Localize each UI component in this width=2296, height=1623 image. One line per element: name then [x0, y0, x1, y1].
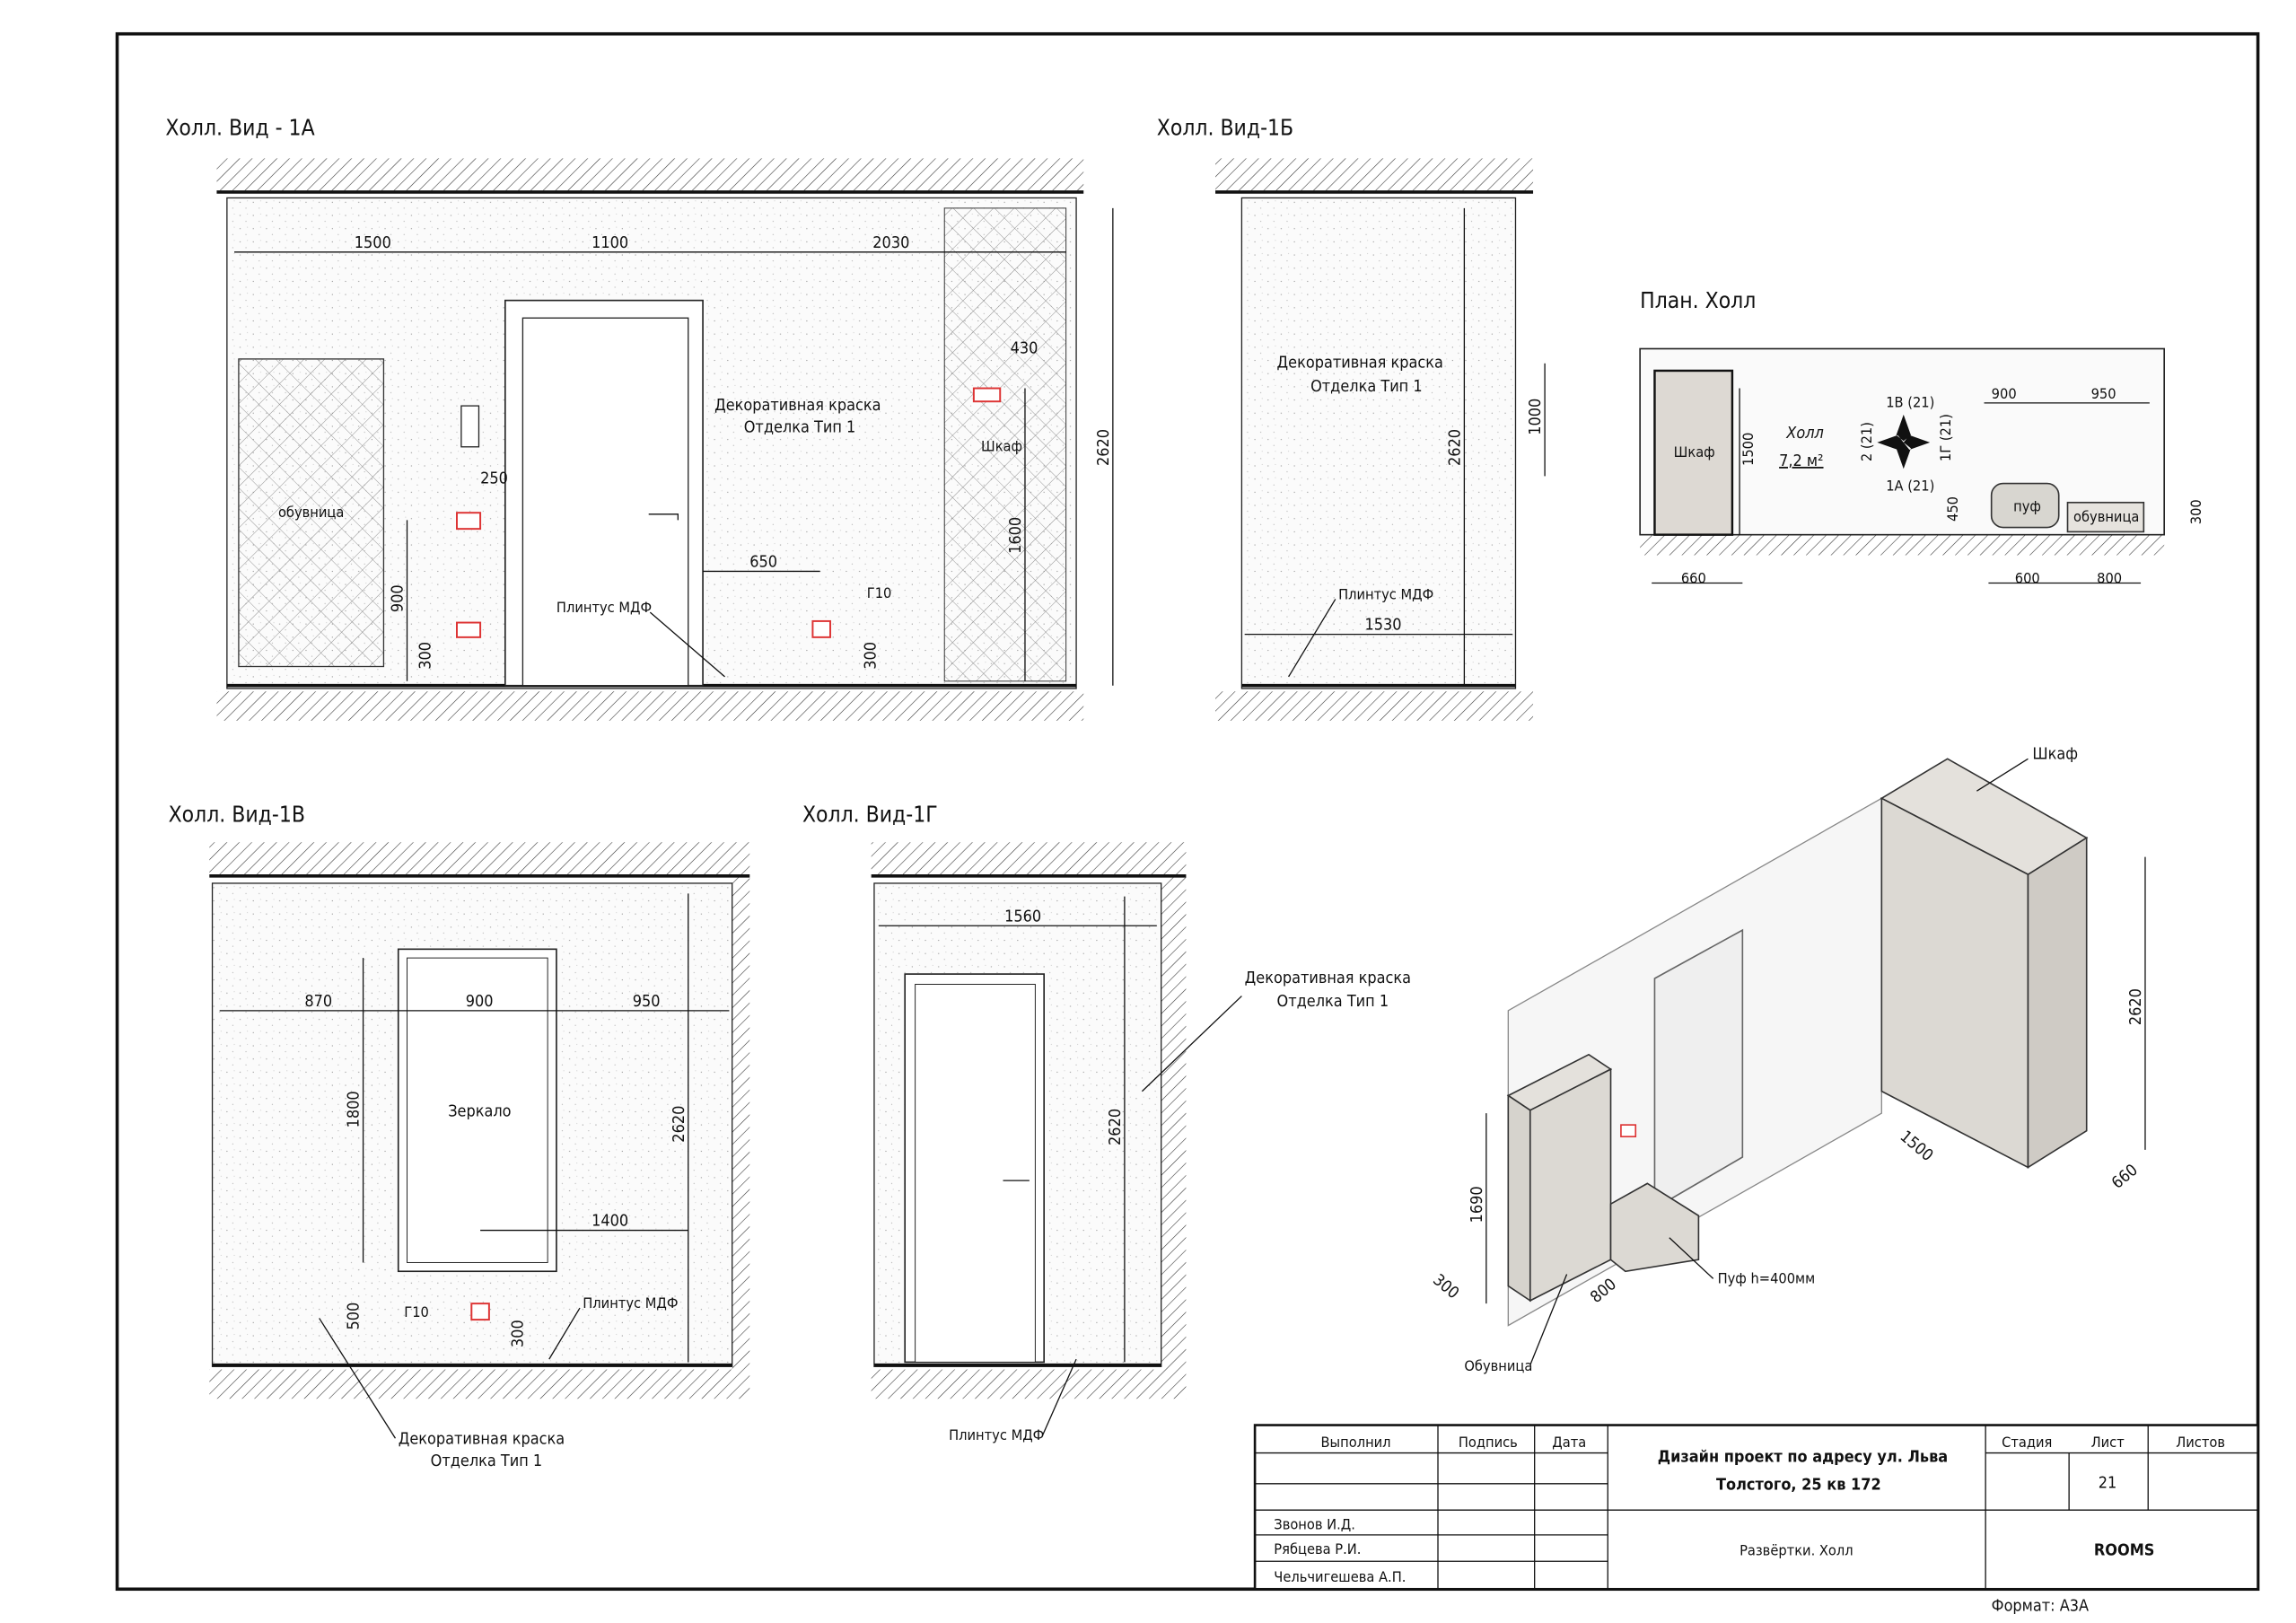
views-iso-pouf: Пуф h=400мм	[1718, 1269, 1816, 1286]
views-plan-dims-6: 600	[2015, 570, 2040, 587]
views-plan-room: Холл	[1785, 424, 1824, 443]
title_block-sheets_header: Листов	[2176, 1434, 2225, 1451]
views-plan-marks-3: 1Г (21)	[1937, 414, 1954, 461]
title_block-project-0: Дизайн проект по адресу ул. Льва	[1658, 1447, 1948, 1466]
views-v1b-dims-0: 2620	[1445, 429, 1464, 466]
title_block-format: Формат: А3А	[1992, 1597, 2089, 1616]
views-plan-marks-1: 1А (21)	[1886, 478, 1934, 495]
views-v1v-labels-paint1: Декоративная краска	[399, 1430, 565, 1449]
views-plan-dims-3: 450	[1944, 496, 1961, 522]
views-v1a-labels-wardrobe: Шкаф	[981, 438, 1022, 455]
title-block: Выполнил Подпись Дата Дизайн проект по а…	[1253, 1424, 2259, 1616]
views-v1g-dims-1: 2620	[1106, 1109, 1125, 1145]
views-v1g-labels-plinth: Плинтус МДФ	[949, 1426, 1044, 1443]
views-v1v-dims-1: 900	[466, 992, 494, 1011]
views-v1v-title: Холл. Вид-1В	[169, 801, 305, 827]
views-v1a-dims-4: 2620	[1094, 429, 1113, 466]
views-v1a-labels-g10: Г10	[867, 584, 892, 601]
views-plan-area: 7,2 м²	[1779, 452, 1823, 470]
title_block-people-1: Рябцева Р.И.	[1274, 1540, 1361, 1557]
plan-hall: План. Холл Шкаф Холл 7,2 м² 1В (21) 1А (…	[1639, 287, 2204, 587]
view-1b: Холл. Вид-1Б Декоративная краска Отделка…	[1157, 114, 1546, 721]
socket	[456, 512, 482, 531]
view-1a-title: Холл. Вид - 1А	[165, 114, 314, 140]
views-v1v-dims-0: 870	[304, 992, 332, 1011]
views-plan-dims-2: 1500	[1740, 433, 1757, 466]
title_block-sheet_header: Лист	[2091, 1434, 2125, 1451]
views-v1v-dims-2: 950	[633, 992, 661, 1011]
views-v1a-labels-paint1: Декоративная краска	[714, 396, 881, 415]
views-v1v-labels-g10: Г10	[404, 1303, 429, 1320]
views-v1a-dims-9: 650	[749, 553, 777, 572]
isometric-view: Шкаф 2620 1500 660 1690 300 800 Пуф h=40…	[1429, 744, 2146, 1374]
views-plan-dims-1: 950	[2091, 385, 2116, 402]
views-v1v-labels-paint2: Отделка Тип 1	[431, 1452, 543, 1470]
views-v1a-dims-10: 300	[862, 642, 881, 670]
views-iso-wardrobe: Шкаф	[2032, 744, 2078, 763]
title_block-stage_header: Стадия	[2002, 1434, 2052, 1451]
views-v1b-dims-1: 1000	[1526, 399, 1545, 435]
views-v1v-labels-plinth: Плинтус МДФ	[583, 1294, 678, 1312]
title_block-headers-1: Подпись	[1459, 1434, 1518, 1451]
views-v1a-dims-1: 1100	[592, 233, 628, 252]
views-v1g-labels-paint1: Декоративная краска	[1245, 969, 1411, 987]
views-v1b-dims-2: 1530	[1364, 616, 1401, 635]
views-v1g-dims-0: 1560	[1004, 907, 1041, 926]
title_block-headers-0: Выполнил	[1321, 1434, 1391, 1451]
views-v1g-title: Холл. Вид-1Г	[802, 801, 938, 827]
title_block-headers-2: Дата	[1552, 1434, 1586, 1451]
views-v1v-dims-6: 500	[345, 1303, 364, 1330]
intercom	[460, 405, 480, 448]
views-v1a-dims-0: 1500	[355, 233, 391, 252]
views-v1a-dims-2: 2030	[872, 233, 909, 252]
shoe-cabinet	[238, 358, 385, 668]
wardrobe	[943, 207, 1067, 682]
title_block-project-1: Толстого, 25 кв 172	[1716, 1475, 1881, 1494]
socket	[972, 387, 1002, 403]
title_block-people-2: Чельчигешева А.П.	[1274, 1568, 1406, 1585]
view-1a: Холл. Вид - 1А обувница Шкаф 1500 1100 2…	[165, 114, 1114, 721]
views-v1g-labels-paint2: Отделка Тип 1	[1277, 992, 1389, 1011]
views-iso-dims-0: 2620	[2126, 988, 2145, 1025]
views-v1a-labels-shoe: обувница	[278, 504, 344, 521]
views-plan-dims-4: 300	[2187, 499, 2204, 524]
title_block-drawing: Развёртки. Холл	[1740, 1542, 1853, 1559]
views-v1a-dims-8: 300	[416, 642, 435, 670]
views-v1v-labels-mirror: Зеркало	[448, 1101, 511, 1120]
views-v1b-labels-plinth: Плинтус МДФ	[1338, 585, 1433, 602]
views-v1a-labels-paint2: Отделка Тип 1	[744, 417, 856, 436]
sheet-frame	[115, 31, 2260, 1592]
g10-box	[811, 619, 831, 638]
views-plan-shoe: обувница	[2073, 508, 2139, 525]
views-iso-shoe: Обувница	[1464, 1357, 1532, 1374]
views-v1a-dims-7: 900	[389, 584, 407, 612]
views-v1b-labels-paint2: Отделка Тип 1	[1310, 377, 1423, 396]
views-plan-dims-7: 800	[2097, 570, 2122, 587]
views-v1b-title: Холл. Вид-1Б	[1157, 114, 1293, 140]
views-v1v-dims-7: 300	[508, 1320, 527, 1347]
title_block-company: ROOMS	[2094, 1541, 2155, 1560]
socket	[456, 621, 482, 638]
view-1g: Холл. Вид-1Г 1560 2620 Декоративная крас…	[802, 801, 1411, 1443]
views-v1a-dims-5: 1600	[1006, 517, 1025, 554]
views-v1a-dims-6: 250	[480, 469, 508, 488]
views-iso-dims-3: 1690	[1468, 1186, 1486, 1223]
views-v1a-dims-3: 430	[1011, 338, 1038, 357]
views-v1v-dims-4: 2620	[670, 1106, 688, 1143]
views-plan-dims-5: 660	[1681, 570, 1706, 587]
views-plan-title: План. Холл	[1640, 287, 1756, 313]
views-v1v-dims-3: 1800	[345, 1091, 364, 1127]
views-plan-pouf: пуф	[2013, 498, 2041, 515]
view-1v: Холл. Вид-1В Зеркало 870 900 950 1800 26…	[169, 801, 750, 1470]
title_block-sheet: 21	[2099, 1474, 2117, 1493]
views-v1v-dims-5: 1400	[592, 1212, 628, 1231]
views-plan-marks-2: 2 (21)	[1858, 422, 1875, 461]
views-v1b-labels-paint1: Декоративная краска	[1277, 354, 1443, 373]
views-plan-marks-0: 1В (21)	[1886, 394, 1934, 411]
views-v1a-labels-plinth: Плинтус МДФ	[556, 599, 652, 616]
title_block-people-0: Звонов И.Д.	[1274, 1515, 1355, 1532]
views-plan-dims-0: 900	[1992, 385, 2017, 402]
views-plan-wardrobe: Шкаф	[1674, 443, 1715, 461]
